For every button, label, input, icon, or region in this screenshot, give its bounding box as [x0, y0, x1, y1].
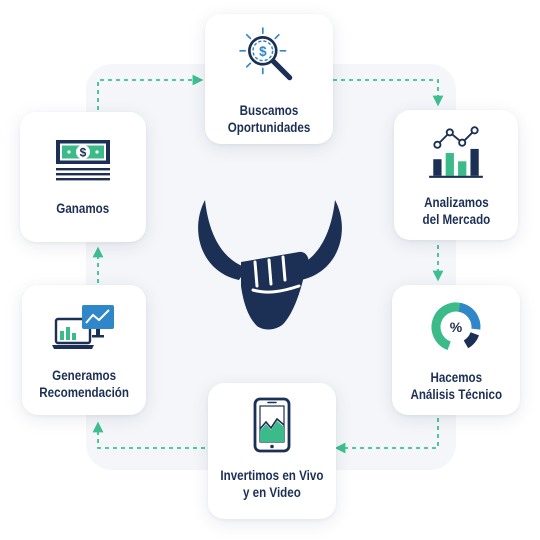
percent-donut-icon: % — [431, 302, 481, 352]
step-label-line1: Generamos — [52, 368, 116, 383]
step-label-line2: y en Video — [243, 485, 301, 500]
svg-text:%: % — [450, 319, 463, 335]
step-label-line2: Análisis Técnico — [410, 387, 502, 402]
step-label-line1: Hacemos — [430, 370, 482, 385]
step-card-generamos: Generamos Recomendación — [22, 285, 146, 415]
svg-text:$: $ — [80, 146, 87, 160]
arrow-invertimos-to-generamos — [92, 421, 205, 449]
magnifier-dollar-icon: $ — [239, 27, 293, 81]
tablet-chart-icon — [253, 397, 291, 453]
svg-text:$: $ — [259, 44, 267, 59]
step-card-hacemos: % Hacemos Análisis Técnico — [392, 285, 520, 415]
step-card-invertimos: Invertimos en Vivo y en Video — [208, 383, 336, 519]
step-label-line1: Buscamos — [239, 103, 299, 118]
step-label-line2: Recomendación — [39, 385, 129, 400]
banknote-stack-icon: $ — [56, 140, 110, 181]
bull-horns-fist-icon — [198, 200, 342, 330]
step-label-line1: Analizamos — [423, 195, 489, 210]
arrow-buscamos-to-analizamos — [333, 79, 444, 107]
step-label-line1: Ganamos — [56, 201, 110, 216]
arrow-hacemos-to-invertimos — [334, 418, 439, 454]
step-label-line2: del Mercado — [422, 212, 490, 227]
arrow-ganamos-to-buscamos — [97, 74, 204, 110]
step-card-analizamos: Analizamos del Mercado — [394, 110, 518, 240]
step-label-line2: Oportunidades — [227, 120, 311, 135]
step-label-line1: Invertimos en Vivo — [220, 468, 324, 483]
step-card-buscamos: $ Buscamos Oportunidades — [205, 14, 333, 144]
step-card-ganamos: $ Ganamos — [20, 112, 146, 242]
bar-chart-icon — [429, 126, 483, 178]
laptop-screen-icon — [52, 305, 114, 349]
